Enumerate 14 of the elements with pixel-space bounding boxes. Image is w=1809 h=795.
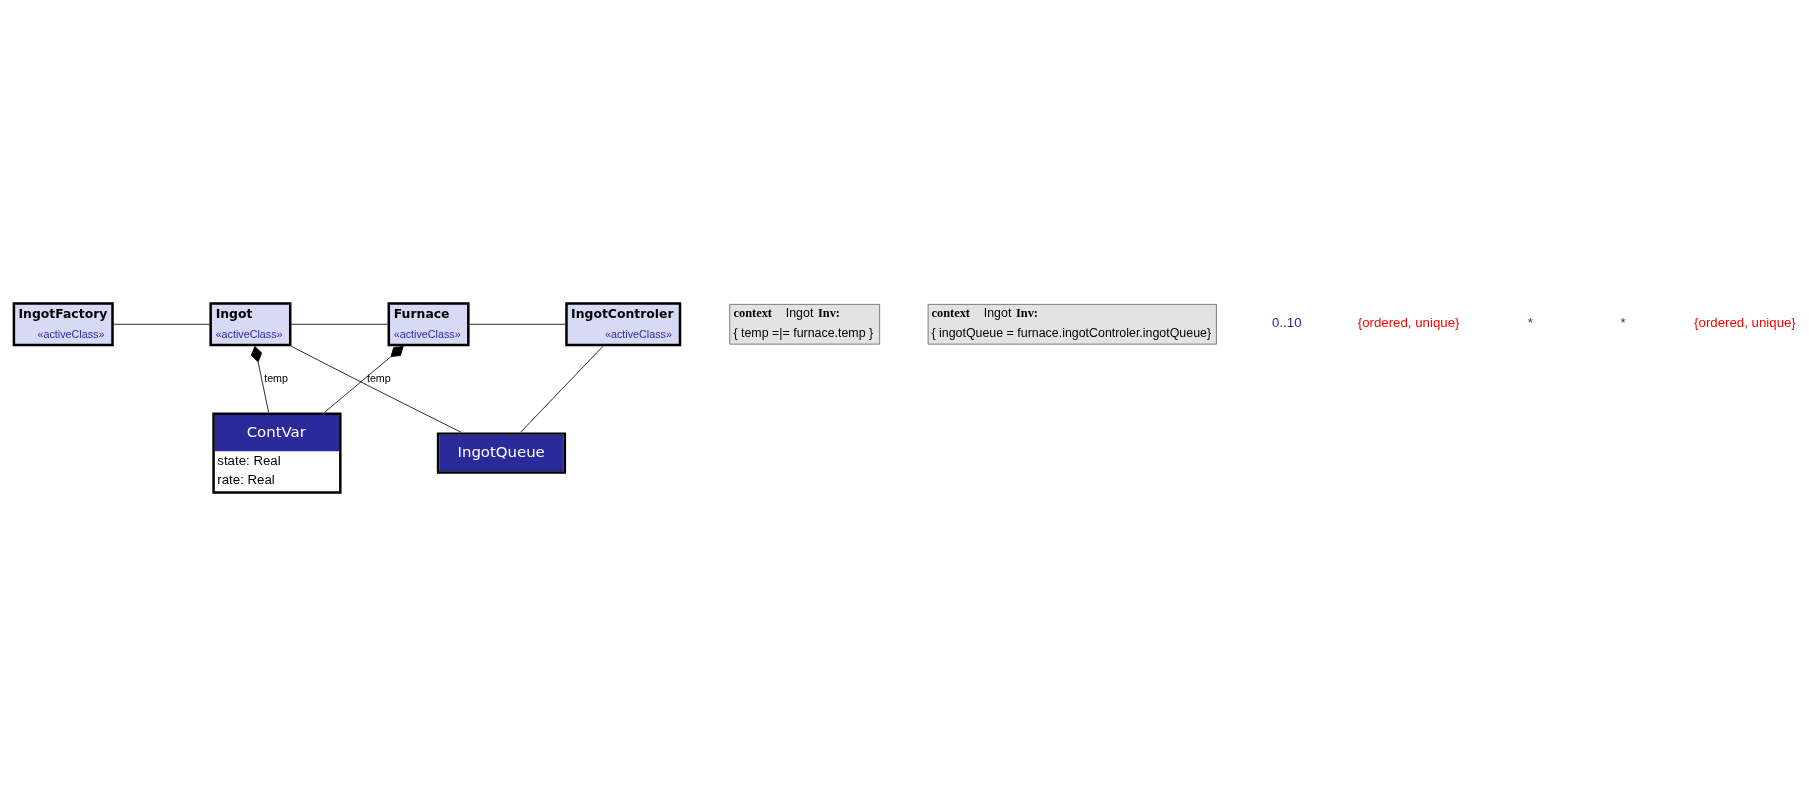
connector (291, 345, 462, 433)
connector (250, 345, 270, 413)
connector (469, 323, 566, 325)
label: {ordered, unique} (1694, 314, 1796, 330)
connector (291, 323, 388, 325)
edge-label: temp (366, 371, 391, 384)
label: * (1527, 314, 1533, 330)
label: {ordered, unique} (1357, 314, 1460, 330)
edge-label: temp (264, 371, 289, 384)
label: 0..10 (1272, 314, 1302, 330)
connector (324, 345, 404, 413)
label: * (1620, 314, 1626, 330)
connector (520, 345, 604, 433)
connector (113, 323, 210, 325)
